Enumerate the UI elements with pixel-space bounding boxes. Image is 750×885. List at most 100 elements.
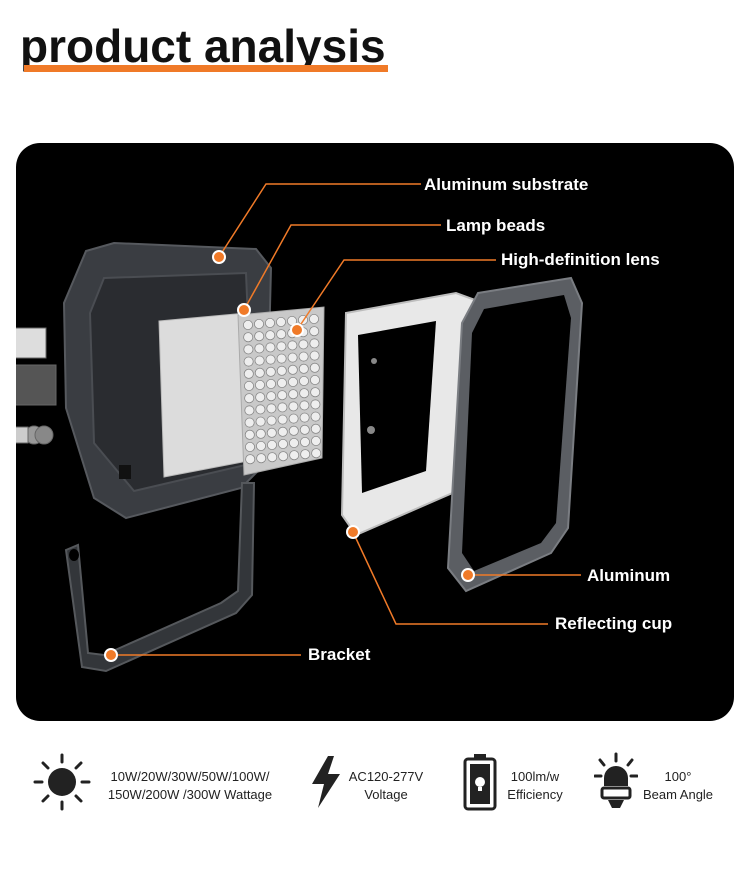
lens-bead xyxy=(254,331,265,342)
lens-bead xyxy=(287,376,298,387)
lens-bead xyxy=(276,341,287,352)
sun-icon xyxy=(33,753,91,811)
lens-bead xyxy=(254,355,265,366)
exploded-view-panel: Aluminum substrate Lamp beads High-defin… xyxy=(16,143,734,721)
lens-bead xyxy=(264,317,275,328)
lens-bead xyxy=(255,428,266,439)
mount-hardware xyxy=(16,327,57,445)
feature-voltage-line1: AC120-277V xyxy=(348,769,424,784)
lens-bead xyxy=(265,366,276,377)
bulb-icon xyxy=(594,752,638,808)
lens-bead xyxy=(299,400,310,411)
lens-bead xyxy=(299,412,310,423)
lens-bead xyxy=(288,401,299,412)
lens-bead xyxy=(310,387,321,398)
lens-bead xyxy=(299,388,310,399)
lens-bead xyxy=(267,452,278,463)
feature-beam-angle-line1: 100° xyxy=(664,769,692,784)
lens-bead xyxy=(310,411,321,422)
lens-bead xyxy=(253,318,264,329)
aluminum-frame xyxy=(446,276,584,593)
bracket xyxy=(64,482,256,673)
lens-bead xyxy=(277,390,288,401)
lens-bead xyxy=(309,362,320,373)
lens-bead xyxy=(276,365,287,376)
feature-beam-angle: 100° Beam Angle xyxy=(594,752,724,816)
callout-lens: High-definition lens xyxy=(501,250,660,269)
lens-bead xyxy=(308,313,319,324)
feature-voltage-line2: Voltage xyxy=(364,787,408,802)
lens-bead xyxy=(244,441,255,452)
lens-bead xyxy=(311,448,322,459)
lens-bead xyxy=(288,437,299,448)
aluminum-substrate-board xyxy=(158,312,249,478)
lens-bead xyxy=(244,393,255,404)
lens-bead xyxy=(266,403,277,414)
lens-bead xyxy=(244,417,255,428)
lens-bead xyxy=(266,439,277,450)
lens-bead xyxy=(277,402,288,413)
leader-dots xyxy=(104,250,475,662)
lens-bead xyxy=(309,374,320,385)
lens-bead xyxy=(266,415,277,426)
lens-bead xyxy=(243,368,254,379)
lens-bead xyxy=(287,364,298,375)
title-underline xyxy=(24,65,388,72)
lens-bead xyxy=(254,343,265,354)
lens-bead xyxy=(276,353,287,364)
lens-bead xyxy=(265,354,276,365)
lens-bead xyxy=(287,340,298,351)
lens-bead xyxy=(309,350,320,361)
lens-bead xyxy=(243,380,254,391)
lens-bead xyxy=(277,426,288,437)
lens-bead xyxy=(254,379,265,390)
feature-wattage: 10W/20W/30W/50W/100W/ 150W/200W /300W Wa… xyxy=(32,752,282,816)
callout-bracket: Bracket xyxy=(308,645,371,664)
lens-bead xyxy=(243,344,254,355)
feature-efficiency: 100lm/w Efficiency xyxy=(462,752,572,816)
lens-bead xyxy=(310,435,321,446)
lens-bead xyxy=(265,330,276,341)
lens-bead xyxy=(244,405,255,416)
lens-bead xyxy=(288,389,299,400)
battery-icon xyxy=(463,754,497,811)
callout-aluminum-substrate: Aluminum substrate xyxy=(424,175,589,194)
lens-bead xyxy=(309,338,320,349)
lens-bead xyxy=(309,326,320,337)
reflecting-cup xyxy=(340,291,480,537)
callout-lamp-beads: Lamp beads xyxy=(446,216,546,235)
lens-bead xyxy=(288,413,299,424)
lens-bead xyxy=(298,339,309,350)
lens-bead xyxy=(265,342,276,353)
leader-lines xyxy=(111,183,581,656)
lens-bead xyxy=(244,429,255,440)
lens-bead xyxy=(255,416,266,427)
feature-voltage: AC120-277V Voltage xyxy=(306,752,436,816)
lens-bead xyxy=(255,392,266,403)
lens-bead xyxy=(298,375,309,386)
lens-bead xyxy=(298,351,309,362)
page-title: product analysis xyxy=(20,20,386,72)
lens-bead xyxy=(298,363,309,374)
lens-bead xyxy=(256,453,267,464)
lens-bead xyxy=(276,377,287,388)
lightning-icon xyxy=(312,756,340,808)
lens-bead xyxy=(243,332,254,343)
lens-bead xyxy=(287,352,298,363)
lens-bead xyxy=(289,450,300,461)
feature-beam-angle-line2: Beam Angle xyxy=(642,787,714,802)
feature-wattage-line2: 150W/200W /300W Wattage xyxy=(107,787,273,802)
feature-efficiency-line1: 100lm/w xyxy=(510,769,560,784)
lens-bead xyxy=(255,440,266,451)
lens-bead xyxy=(310,399,321,410)
lens-bead xyxy=(276,329,287,340)
lens-bead xyxy=(300,449,311,460)
lens-bead xyxy=(266,391,277,402)
lens-bead xyxy=(242,319,253,330)
lens-bead xyxy=(299,424,310,435)
lens-bead xyxy=(299,436,310,447)
feature-efficiency-line2: Efficiency xyxy=(507,787,563,802)
lens-bead xyxy=(310,423,321,434)
lens-bead xyxy=(265,378,276,389)
lens-bead xyxy=(245,454,256,465)
